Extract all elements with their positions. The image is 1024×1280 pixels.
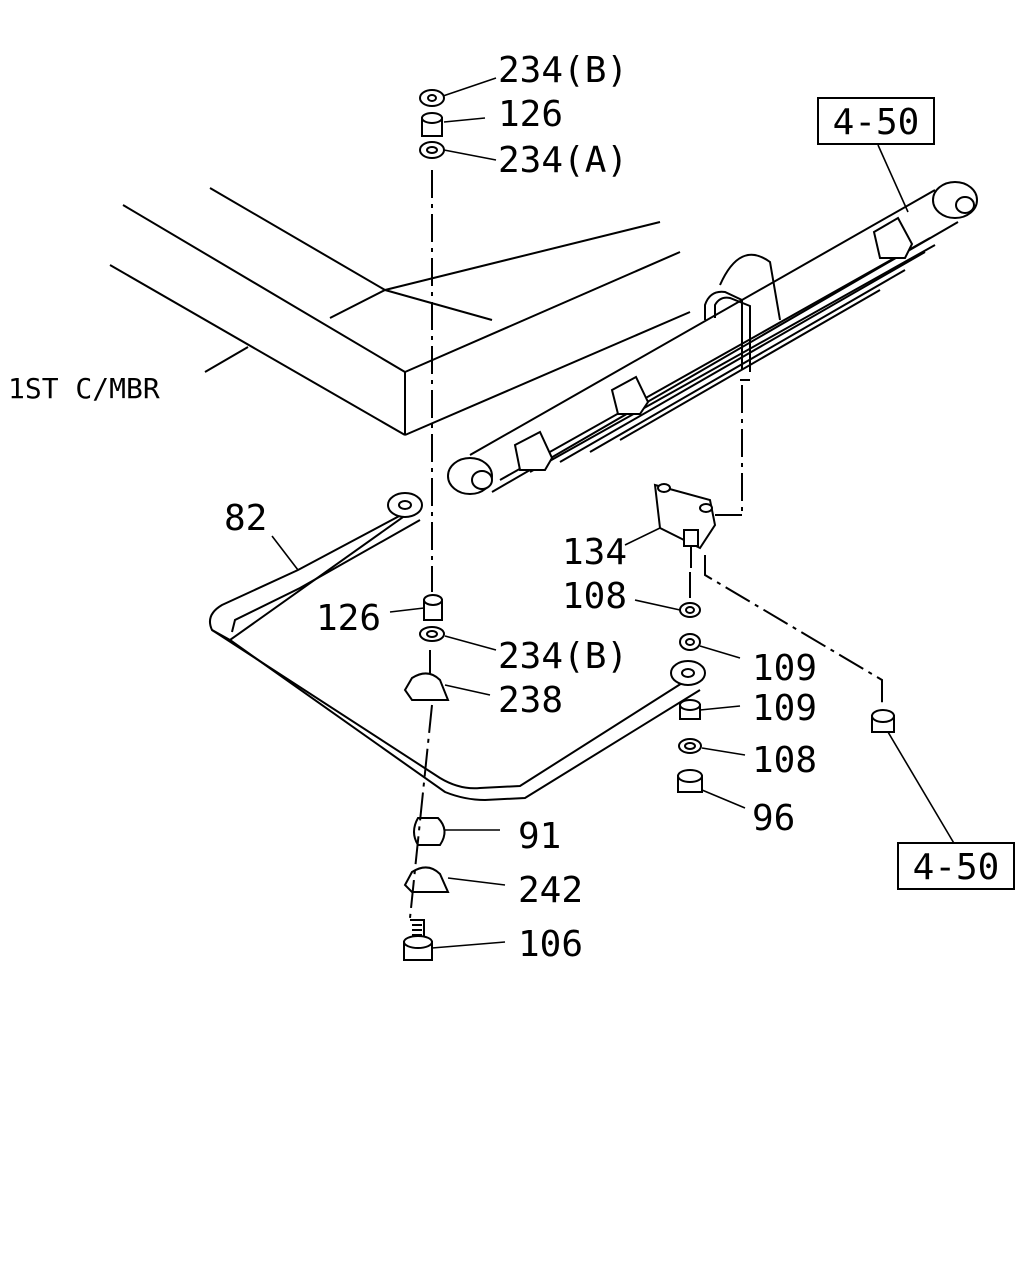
callout-108-b: 108 xyxy=(752,740,817,781)
bracket-238 xyxy=(403,650,450,701)
leaf-spring xyxy=(447,181,978,495)
reference-box-top[interactable]: 4-50 xyxy=(817,97,935,145)
stabilizer-bar xyxy=(209,492,706,802)
bushing-126-mid xyxy=(423,594,443,621)
reference-box-top-text: 4-50 xyxy=(833,102,920,143)
bushing-126-top xyxy=(421,112,443,137)
callout-109-a: 109 xyxy=(752,648,817,689)
callout-234b-mid: 234(B) xyxy=(498,636,628,677)
washer-108-b xyxy=(678,738,702,754)
reference-box-bottom-text: 4-50 xyxy=(913,847,1000,888)
callout-82: 82 xyxy=(224,498,267,539)
callout-106: 106 xyxy=(518,924,583,965)
callout-108-a: 108 xyxy=(562,576,627,617)
bracket-134 xyxy=(653,483,717,568)
bracket-242 xyxy=(403,866,450,893)
callout-126-top: 126 xyxy=(498,94,563,135)
washer-234a-top xyxy=(419,141,445,159)
nut-96 xyxy=(677,769,703,793)
callout-238: 238 xyxy=(498,680,563,721)
leader-lines xyxy=(271,77,956,949)
washer-234b-mid xyxy=(419,626,445,642)
bolt-106 xyxy=(403,919,433,961)
bushing-91 xyxy=(413,817,446,846)
nut-4-50 xyxy=(871,709,895,733)
callout-234a-top: 234(A) xyxy=(498,140,628,181)
callout-91: 91 xyxy=(518,816,561,857)
bushing-109-a xyxy=(679,633,701,651)
callout-126-mid: 126 xyxy=(316,598,381,639)
assembly-lines xyxy=(409,170,883,919)
washer-234b-top xyxy=(419,89,445,107)
callout-234b-top: 234(B) xyxy=(498,50,628,91)
washer-108-a xyxy=(679,602,701,618)
member-label: 1ST C/MBR xyxy=(8,372,160,405)
callout-96: 96 xyxy=(752,798,795,839)
bushing-109-b xyxy=(679,699,701,720)
reference-box-bottom[interactable]: 4-50 xyxy=(897,842,1015,890)
callout-134: 134 xyxy=(562,532,627,573)
callout-242: 242 xyxy=(518,870,583,911)
cross-member xyxy=(109,187,691,436)
callout-109-b: 109 xyxy=(752,688,817,729)
